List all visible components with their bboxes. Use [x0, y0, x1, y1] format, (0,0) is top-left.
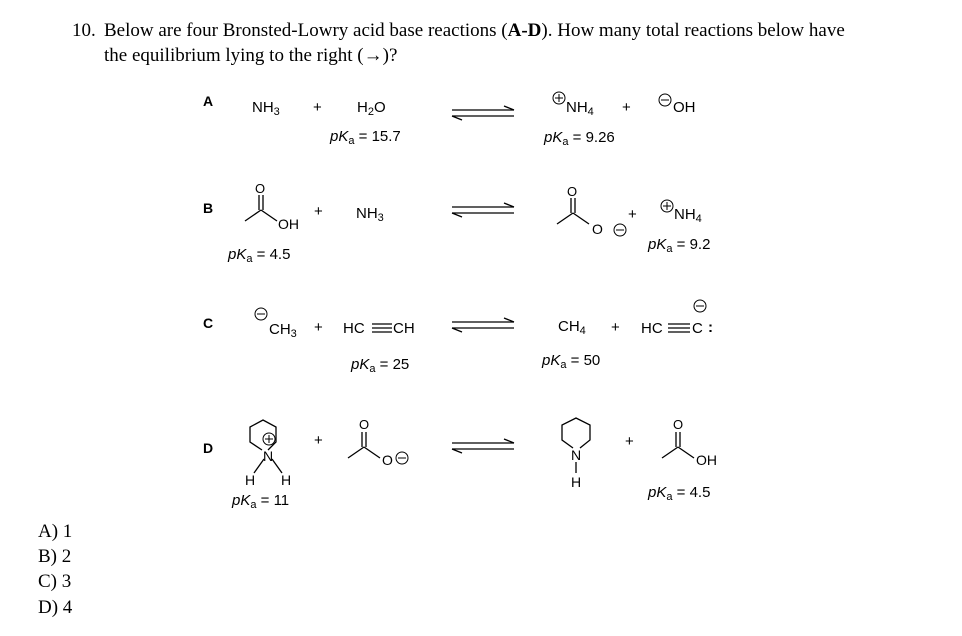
- reaction-d-product-h: H: [571, 474, 582, 490]
- reaction-c-product-2-right: C: [692, 320, 703, 337]
- equilibrium-arrow-c: [451, 317, 515, 333]
- reaction-a-product-2: OH: [673, 99, 696, 116]
- reaction-b-product-carbonyl-o: O: [567, 184, 578, 199]
- answer-option-b[interactable]: B) 2: [38, 546, 72, 567]
- reaction-c-reactant-2-right: CH: [393, 320, 415, 337]
- reaction-a-reactant-2-pka: pKa = 15.7: [330, 128, 401, 147]
- acetate-bonds-b-product: [556, 198, 590, 225]
- reaction-d-reactant-h-right: H: [281, 472, 292, 488]
- negative-charge-icon-a: [658, 93, 672, 107]
- positive-charge-icon-b: [660, 199, 674, 213]
- reaction-a-product-1: NH4: [566, 99, 594, 118]
- negative-charge-icon-d: [395, 451, 409, 465]
- question-number: 10.: [72, 20, 96, 41]
- reaction-d-product-2-pka: pKa = 4.5: [648, 484, 711, 503]
- reaction-b-reactant-oh: OH: [278, 216, 299, 232]
- reaction-a-product-1-pka: pKa = 9.26: [544, 129, 615, 148]
- reaction-d-reactant-1-pka: pKa = 11: [232, 492, 290, 511]
- triple-bond-c-product: [668, 323, 690, 333]
- question-line-1: Below are four Bronsted-Lowry acid base …: [104, 20, 845, 41]
- reaction-c-plus-1: +: [314, 319, 323, 336]
- reaction-d-product-2-oh: OH: [696, 452, 717, 468]
- reaction-d-reactant-2-carbonyl-o: O: [359, 417, 370, 432]
- positive-charge-icon-a: [552, 91, 566, 105]
- question-line-2: the equilibrium lying to the right (→)?: [104, 45, 398, 66]
- acetate-bonds-d-reactant: [347, 432, 381, 459]
- reaction-c-reactant-1: CH3: [269, 321, 297, 340]
- reaction-d-plus-1: +: [314, 432, 323, 449]
- reaction-a-plus-2: +: [622, 99, 631, 116]
- reaction-b-plus-2: +: [628, 206, 637, 223]
- reaction-b-product-2-pka: pKa = 9.2: [648, 236, 711, 255]
- reaction-c-reactant-2-left: HC: [343, 320, 365, 337]
- reaction-a-plus-1: +: [313, 99, 322, 116]
- reaction-d-reactant-h-left: H: [245, 472, 256, 488]
- reaction-label-d: D: [203, 440, 214, 456]
- reaction-d-product-n: N: [571, 447, 582, 463]
- piperidine-ring-d-product: [561, 417, 591, 473]
- reaction-label-b: B: [203, 200, 214, 216]
- reaction-c-product-1-pka: pKa = 50: [542, 352, 601, 371]
- answer-option-a[interactable]: A) 1: [38, 521, 73, 542]
- reaction-label-a: A: [203, 93, 214, 109]
- reaction-b-plus-1: +: [314, 203, 323, 220]
- reaction-label-c: C: [203, 315, 214, 331]
- reaction-d-reactant-2-o-minus: O: [382, 452, 393, 468]
- answer-option-c[interactable]: C) 3: [38, 571, 72, 592]
- reaction-b-carbonyl-o: O: [255, 181, 266, 196]
- positive-charge-icon-d: [262, 432, 276, 446]
- reaction-a-reactant-1: NH3: [252, 99, 280, 118]
- reaction-b-reactant-1-pka: pKa = 4.5: [228, 246, 291, 265]
- reaction-d-reactant-n: N: [263, 448, 274, 464]
- acetic-acid-bonds-b-reactant: [244, 195, 278, 222]
- reaction-c-product-1: CH4: [558, 318, 586, 337]
- reaction-c-plus-2: +: [611, 319, 620, 336]
- answer-option-d[interactable]: D) 4: [38, 597, 73, 618]
- reaction-d-plus-2: +: [625, 433, 634, 450]
- negative-charge-icon-c-reactant: [254, 307, 268, 321]
- reaction-b-product-2: NH4: [674, 206, 702, 225]
- reaction-a-reactant-2: H2O: [357, 99, 386, 118]
- equilibrium-arrow-b: [451, 202, 515, 218]
- reaction-c-product-2-left: HC: [641, 320, 663, 337]
- piperidinium-ring-d-reactant: [249, 419, 283, 474]
- reaction-c-lone-pair: :: [708, 319, 713, 336]
- acetic-acid-bonds-d-product: [661, 432, 695, 459]
- equilibrium-arrow-a: [451, 105, 515, 121]
- equilibrium-arrow-d: [451, 438, 515, 454]
- triple-bond-c-reactant: [372, 323, 392, 333]
- reaction-b-product-o-minus: O: [592, 221, 603, 237]
- reaction-c-reactant-2-pka: pKa = 25: [351, 356, 410, 375]
- negative-charge-icon-b: [613, 223, 627, 237]
- reaction-b-reactant-2: NH3: [356, 205, 384, 224]
- negative-charge-icon-c-product: [693, 299, 707, 313]
- reaction-d-product-2-carbonyl-o: O: [673, 417, 684, 432]
